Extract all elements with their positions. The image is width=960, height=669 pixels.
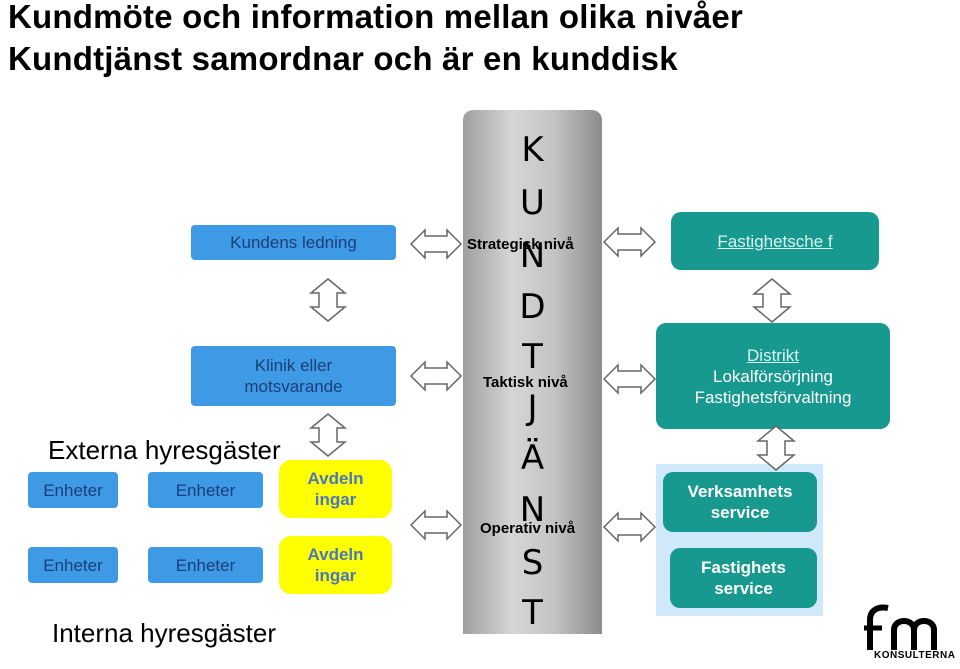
klinik-box: Klinik eller motsvarande <box>191 346 396 406</box>
tactical-level-label: Taktisk nivå <box>483 374 568 391</box>
enheter-box: Enheter <box>28 547 118 583</box>
avdelningar-box: Avdeln ingar <box>279 536 392 594</box>
kundens-ledning-box: Kundens ledning <box>191 225 396 260</box>
vertical-double-arrow-icon <box>308 278 348 322</box>
logo-text: KONSULTERNA <box>874 650 956 661</box>
column-letter: N <box>519 236 546 276</box>
double-arrow-icon <box>602 226 657 258</box>
distrikt-title: Distrikt <box>747 345 799 365</box>
fastighetsservice-box: Fastighets service <box>670 548 817 608</box>
avdelningar-label: Avdeln ingar <box>307 469 364 509</box>
enheter-label: Enheter <box>175 555 236 575</box>
vertical-double-arrow-icon <box>308 413 348 457</box>
double-arrow-icon <box>409 360 463 392</box>
double-arrow-icon <box>409 509 463 541</box>
column-letter: N <box>519 490 546 530</box>
strategic-level-label: Strategisk nivå <box>467 236 574 253</box>
operative-level-label: Operativ nivå <box>480 520 576 537</box>
interna-hyresgaster-label: Interna hyresgäster <box>52 618 277 648</box>
column-letter: U <box>520 183 545 223</box>
avdelningar-label: Avdeln ingar <box>307 545 364 585</box>
externa-hyresgaster-label: Externa hyresgäster <box>48 435 281 465</box>
fastighetschef-box: Fastighetsche f <box>671 212 879 270</box>
verksamhetsservice-label: Verksamhets service <box>687 482 793 522</box>
distrikt-line: Fastighetsförvaltning <box>694 387 852 407</box>
enheter-box: Enheter <box>28 472 118 508</box>
enheter-box: Enheter <box>148 547 263 583</box>
fastighetschef-label: Fastighetsche f <box>717 231 833 251</box>
kundtjanst-column <box>463 110 602 634</box>
column-letter: D <box>519 287 546 327</box>
page-subtitle: Kundtjänst samordnar och är en kunddisk <box>8 40 678 77</box>
enheter-label: Enheter <box>43 555 103 575</box>
double-arrow-icon <box>602 363 657 395</box>
column-letter: T <box>522 593 543 633</box>
klinik-label: Klinik eller motsvarande <box>244 356 343 396</box>
logo-mark-icon <box>864 604 937 650</box>
distrikt-box: Distrikt Lokalförsörjning Fastighetsförv… <box>656 323 890 429</box>
enheter-label: Enheter <box>175 480 236 500</box>
double-arrow-icon <box>409 228 463 260</box>
column-letter: Ä <box>520 438 545 478</box>
fastighetsservice-label: Fastighets service <box>700 558 787 598</box>
vertical-double-arrow-icon <box>751 278 793 323</box>
enheter-box: Enheter <box>148 472 263 508</box>
fm-konsulterna-logo: KONSULTERNA <box>862 598 960 664</box>
column-letter: J <box>527 388 538 428</box>
column-letter: T <box>522 337 543 377</box>
double-arrow-icon <box>602 511 657 543</box>
kundens-ledning-label: Kundens ledning <box>230 233 357 252</box>
vertical-double-arrow-icon <box>755 425 797 471</box>
enheter-label: Enheter <box>43 480 103 500</box>
distrikt-line: Lokalförsörjning <box>712 366 833 386</box>
verksamhetsservice-box: Verksamhets service <box>663 472 817 532</box>
page-title: Kundmöte och information mellan olika ni… <box>8 0 743 35</box>
avdelningar-box: Avdeln ingar <box>279 460 392 518</box>
column-letter: K <box>521 130 544 170</box>
column-letter: S <box>521 543 544 583</box>
